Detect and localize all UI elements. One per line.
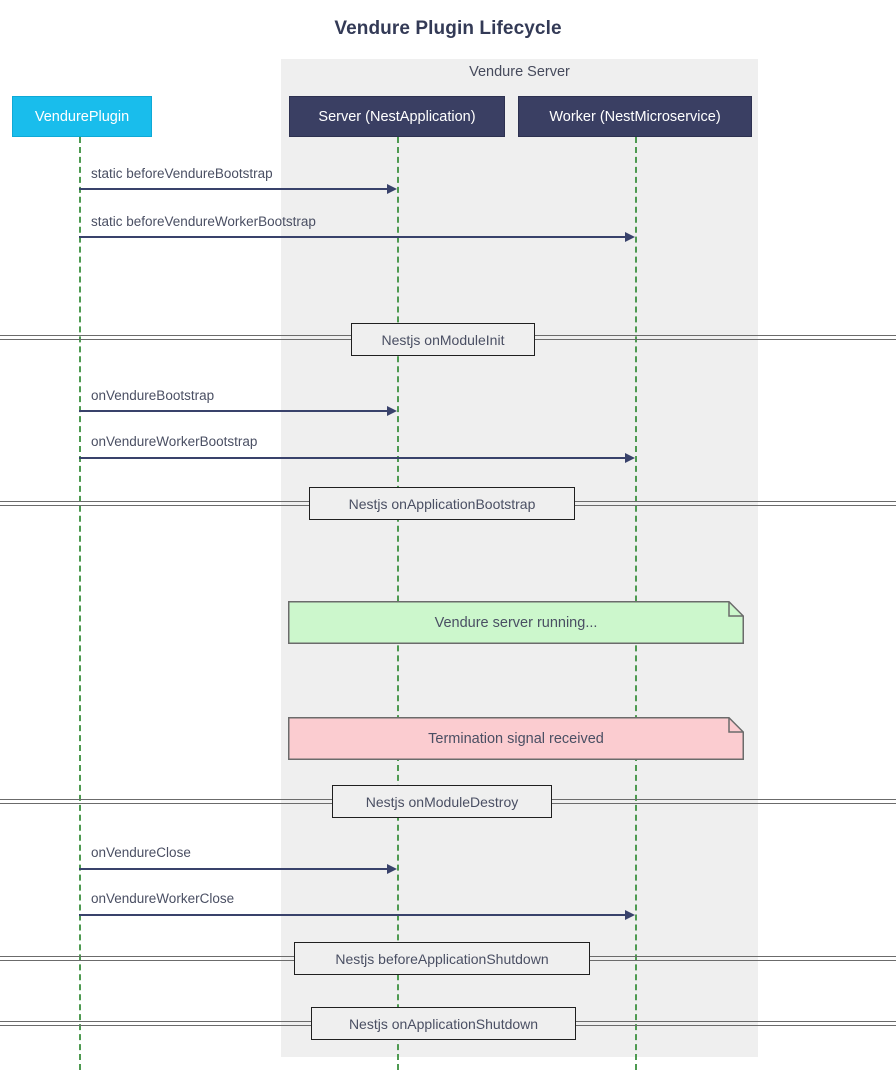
divider-onmoduleinit-label: Nestjs onModuleInit — [381, 331, 505, 348]
message-label-onvendurebootstrap: onVendureBootstrap — [91, 388, 215, 403]
divider-onmoduledestroy: Nestjs onModuleDestroy — [332, 785, 552, 818]
divider-onapplicationshutdown-label: Nestjs onApplicationShutdown — [348, 1015, 539, 1032]
divider-onapplicationshutdown: Nestjs onApplicationShutdown — [311, 1007, 576, 1040]
note-vendure-server-running-label: Vendure server running... — [434, 614, 598, 631]
message-arrowhead-onvendureworkerclose — [625, 910, 635, 920]
participant-vendureplugin-label: VendurePlugin — [34, 108, 130, 125]
participant-vendureplugin[interactable]: VendurePlugin — [12, 96, 152, 137]
message-label-onvendureworkerclose: onVendureWorkerClose — [91, 891, 235, 906]
group-vendure-server — [281, 59, 758, 1057]
participant-worker-label: Worker (NestMicroservice) — [549, 108, 721, 125]
note-shape-termination — [288, 717, 744, 760]
divider-beforeapplicationshutdown: Nestjs beforeApplicationShutdown — [294, 942, 590, 975]
note-termination-signal-label: Termination signal received — [428, 730, 604, 747]
message-line-onvendureworkerclose — [79, 914, 625, 916]
message-arrowhead-static-beforevendurebootstrap — [387, 184, 397, 194]
message-line-onvendureworkerbootstrap — [79, 457, 625, 459]
participant-server-label: Server (NestApplication) — [318, 108, 476, 125]
note-termination-signal: Termination signal received — [288, 717, 744, 760]
divider-onapplicationbootstrap: Nestjs onApplicationBootstrap — [309, 487, 575, 520]
message-label-onvendureworkerbootstrap: onVendureWorkerBootstrap — [91, 434, 258, 449]
message-label-static-beforevendurebootstrap: static beforeVendureBootstrap — [91, 166, 273, 181]
group-vendure-server-label: Vendure Server — [469, 64, 570, 80]
message-label-static-beforevendureworkerbootstrap: static beforeVendureWorkerBootstrap — [91, 214, 316, 229]
message-arrowhead-onvendureworkerbootstrap — [625, 453, 635, 463]
message-line-onvendurebootstrap — [79, 410, 387, 412]
message-label-onvendureclose: onVendureClose — [91, 845, 191, 860]
divider-onmoduleinit: Nestjs onModuleInit — [351, 323, 535, 356]
message-arrowhead-onvendurebootstrap — [387, 406, 397, 416]
participant-server[interactable]: Server (NestApplication) — [289, 96, 505, 137]
note-vendure-server-running: Vendure server running... — [288, 601, 744, 644]
divider-beforeapplicationshutdown-label: Nestjs beforeApplicationShutdown — [335, 950, 549, 967]
message-line-static-beforevendureworkerbootstrap — [79, 236, 625, 238]
message-arrowhead-onvendureclose — [387, 864, 397, 874]
divider-onmoduledestroy-label: Nestjs onModuleDestroy — [365, 793, 519, 810]
message-line-onvendureclose — [79, 868, 387, 870]
lifeline-plugin — [79, 137, 81, 1070]
message-line-static-beforevendurebootstrap — [79, 188, 387, 190]
divider-onapplicationbootstrap-label: Nestjs onApplicationBootstrap — [348, 495, 536, 512]
page-title: Vendure Plugin Lifecycle — [334, 18, 562, 39]
participant-worker[interactable]: Worker (NestMicroservice) — [518, 96, 752, 137]
note-shape-running — [288, 601, 744, 644]
message-arrowhead-static-beforevendureworkerbootstrap — [625, 232, 635, 242]
